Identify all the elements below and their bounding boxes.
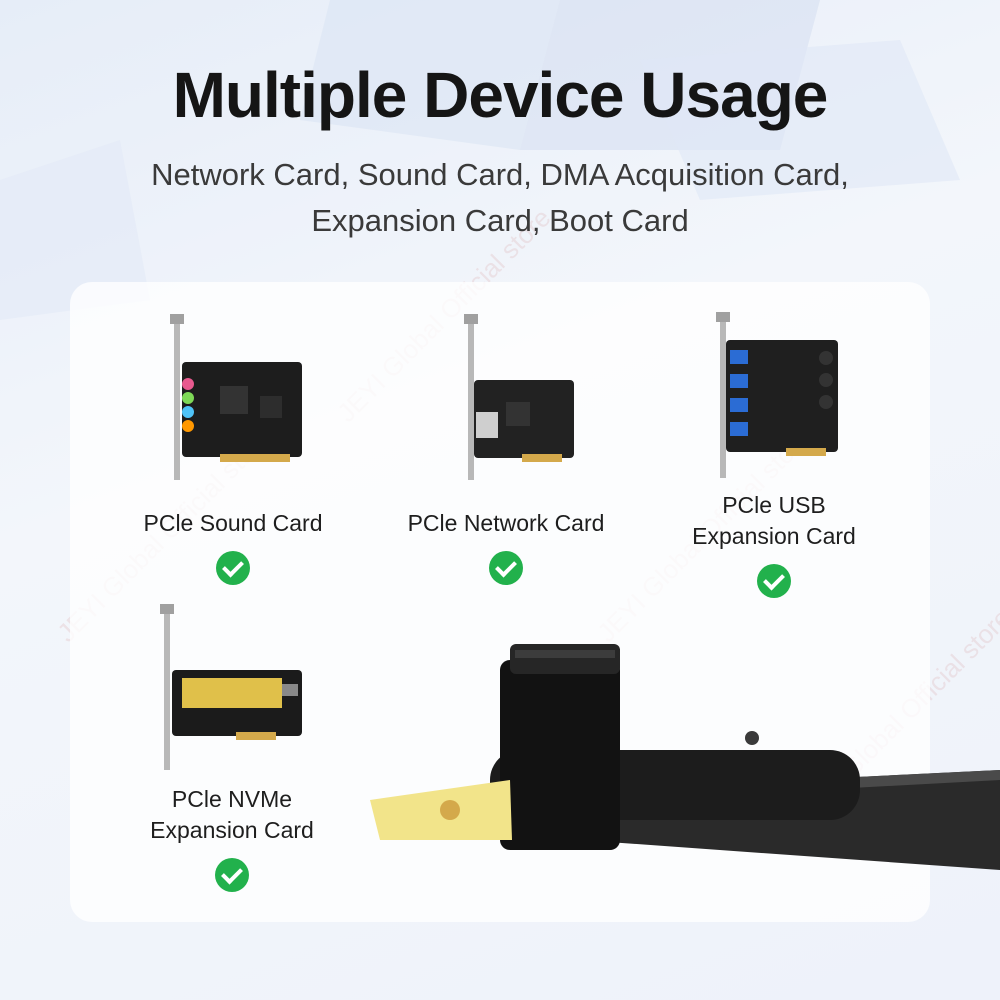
card-label: PCle Sound Card <box>143 510 323 536</box>
card-label: PCle USB <box>722 492 826 518</box>
network-card-item: PCle Network Card <box>380 508 632 590</box>
check-icon <box>757 564 791 598</box>
nvme-card-image <box>160 604 302 770</box>
card-label: PCle Network Card <box>407 510 605 536</box>
sound-card-image <box>170 314 302 480</box>
sound-card-item: PCle Sound Card <box>120 508 346 590</box>
card-label: Expansion Card <box>692 523 856 549</box>
riser-cable-image <box>370 644 1000 870</box>
check-icon <box>489 551 523 585</box>
card-label: Expansion Card <box>150 817 314 843</box>
usb-card-item: PCle USB Expansion Card <box>670 490 878 603</box>
subtitle-line-1: Network Card, Sound Card, DMA Acquisitio… <box>151 157 849 192</box>
check-icon <box>215 858 249 892</box>
nvme-card-item: PCle NVMe Expansion Card <box>130 784 334 897</box>
card-label: PCle NVMe <box>171 786 293 812</box>
network-card-image <box>464 314 574 480</box>
page-title: Multiple Device Usage <box>172 59 829 131</box>
check-icon <box>216 551 250 585</box>
page-subtitle: Network Card, Sound Card, DMA Acquisitio… <box>0 152 1000 244</box>
subtitle-line-2: Expansion Card, Boot Card <box>311 203 689 238</box>
usb-card-image <box>716 312 838 478</box>
